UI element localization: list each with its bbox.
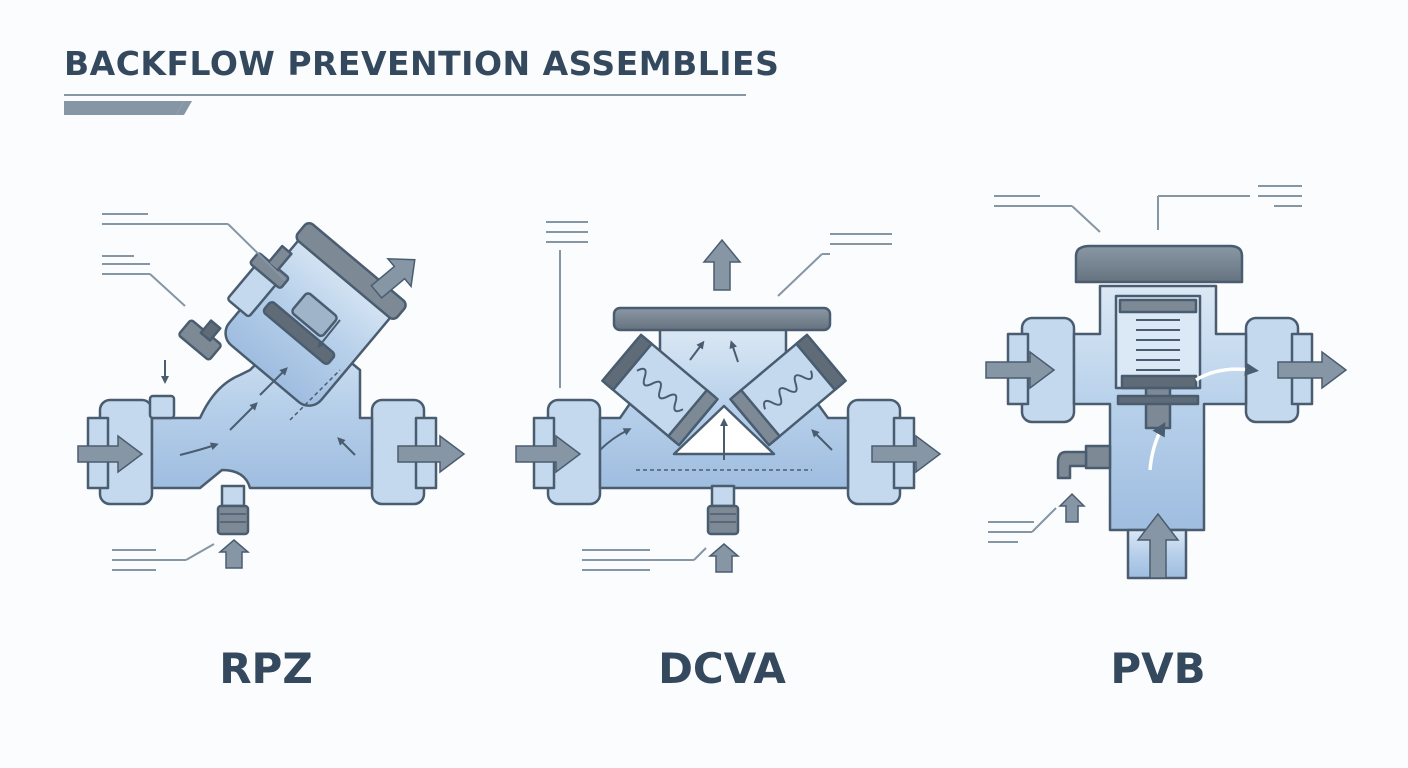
label-pvb: PVB [1110, 644, 1206, 693]
dcva-callouts [546, 221, 892, 571]
rpz-callouts [102, 213, 286, 571]
page-title: BACKFLOW PREVENTION ASSEMBLIES [64, 44, 780, 83]
rpz-flow-arrows [77, 257, 466, 569]
pvb-assembly [1006, 244, 1314, 580]
rpz-internal-flow [161, 319, 356, 456]
pvb-callouts [988, 185, 1302, 543]
rpz-assembly [86, 221, 438, 536]
title-underline [64, 94, 746, 115]
label-rpz: RPZ [219, 644, 313, 693]
dcva-internal-flow [599, 340, 833, 460]
label-dcva: DCVA [658, 644, 786, 693]
dcva-assembly [532, 306, 916, 536]
pvb-flow-arrows [985, 350, 1348, 579]
pvb-internal-flow [1148, 362, 1259, 471]
dcva-flow-arrows [515, 238, 942, 573]
